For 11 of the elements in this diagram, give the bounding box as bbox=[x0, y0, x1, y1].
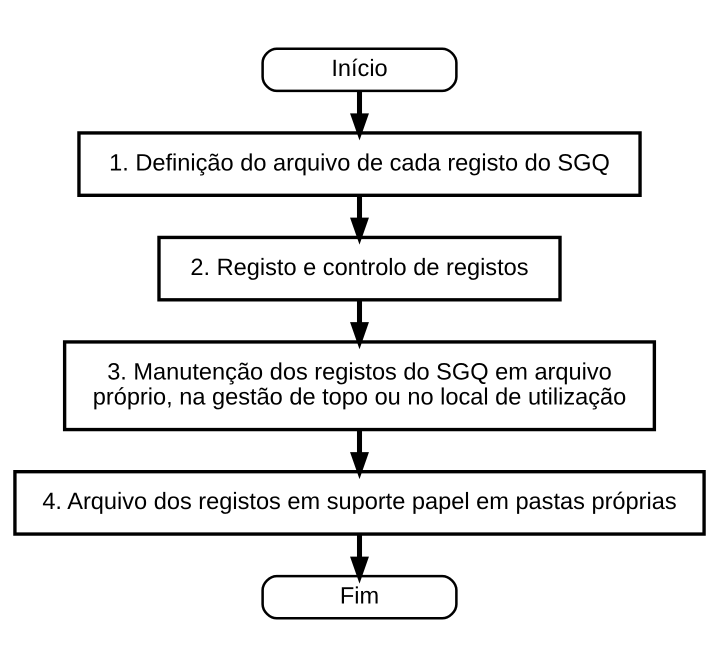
node-box: 2. Registo e controlo de registos bbox=[157, 236, 562, 302]
arrow bbox=[350, 196, 369, 245]
arrow bbox=[350, 300, 369, 350]
arrow bbox=[350, 91, 369, 140]
node-box: Início bbox=[261, 47, 458, 92]
node-box: 3. Manutenção dos registos do SGQ em arquivo próprio, na gestão de topo ou no local de utilização bbox=[62, 340, 656, 432]
node-box: 1. Definição do arquivo de cada registo do SGQ bbox=[77, 131, 642, 198]
arrow bbox=[350, 430, 369, 480]
arrow bbox=[350, 534, 369, 584]
node-box: 4. Arquivo dos registos em suporte papel em pastas próprias bbox=[13, 470, 706, 536]
node-box: Fim bbox=[261, 574, 458, 620]
